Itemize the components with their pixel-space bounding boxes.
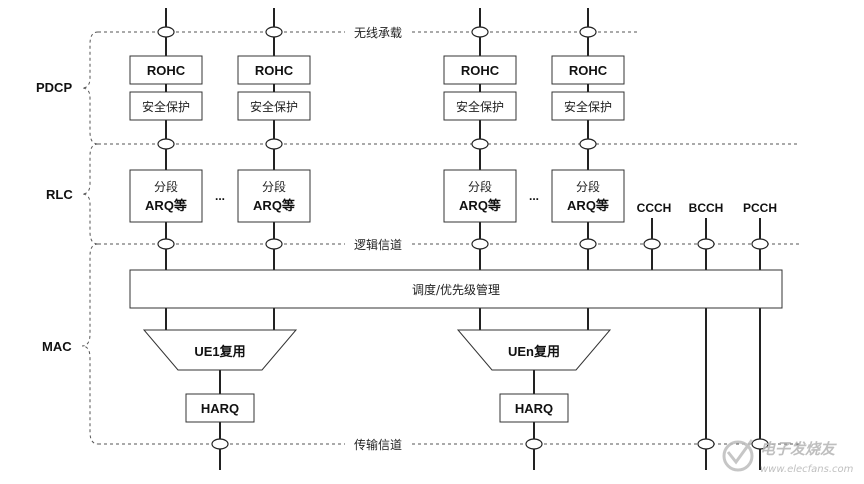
rlc-line2-col3: ARQ等 [459,198,501,213]
sap-radio-col1 [157,26,175,38]
watermark-cn: 电子发烧友 [760,440,837,458]
rlc-line1-col3: 分段 [468,179,492,194]
harq-label-ue1: HARQ [201,401,239,416]
channel-lines [98,31,800,445]
radio-bearer-label: 无线承载 [354,26,402,40]
pcch-label: PCCH [743,201,777,215]
rlc-texts: 分段 ARQ等 分段 ARQ等 分段 ARQ等 分段 ARQ等 ... ... [145,179,609,213]
transport-channel-label: 传输信道 [354,437,402,452]
sap-logical-pcch [751,238,769,250]
watermark: 电子发烧友 www.elecfans.com [722,439,854,475]
rohc-box-col4 [551,55,625,85]
sap-logical-col4 [579,238,597,250]
sap-ellipses [157,26,769,450]
rohc-label-col4: ROHC [569,63,608,78]
pdcp-texts: ROHC 安全保护 ROHC 安全保护 ROHC 安全保护 ROHC 安全保护 [142,63,612,114]
rlc-line2-col1: ARQ等 [145,198,187,213]
harq-box-ue1 [185,393,255,423]
rlc-brace [81,143,99,245]
sap-rlc-col4 [579,138,597,150]
logical-channel-label: 逻辑信道 [354,238,402,252]
sap-transport-uen [525,438,543,450]
sap-logical-ccch [643,238,661,250]
security-box-col3 [443,91,517,121]
rlc-blocks [129,169,625,223]
security-label-col4: 安全保护 [564,99,612,114]
harq-label-uen: HARQ [515,401,553,416]
mac-label: MAC [42,339,72,354]
sap-radio-col4 [579,26,597,38]
sap-rlc-col3 [471,138,489,150]
sap-rlc-col2 [265,138,283,150]
rlc-line1-col4: 分段 [576,179,600,194]
rohc-label-col2: ROHC [255,63,294,78]
sap-logical-col3 [471,238,489,250]
sap-logical-col2 [265,238,283,250]
rlc-box-col2 [237,169,311,223]
watermark-url: www.elecfans.com [760,464,854,475]
ue1-mux-label: UE1复用 [194,344,245,359]
sap-transport-pcch [751,438,769,450]
harq-box-uen [499,393,569,423]
rlc-line2-col4: ARQ等 [567,198,609,213]
layer-braces [81,31,99,445]
pdcp-blocks [129,55,625,121]
rlc-box-col3 [443,169,517,223]
sap-transport-bcch [697,438,715,450]
uen-mux-label: UEn复用 [508,344,560,359]
pdcp-label: PDCP [36,80,72,95]
security-label-col3: 安全保护 [456,99,504,114]
watermark-logo-check-icon [726,439,754,465]
sap-logical-bcch [697,238,715,250]
sap-transport-ue1 [211,438,229,450]
uen-mux-trapezoid [456,329,612,371]
rlc-line1-col1: 分段 [154,179,178,194]
rlc-line1-col2: 分段 [262,179,286,194]
bcch-label: BCCH [689,201,724,215]
pdcp-inner-connectors [165,84,589,92]
sap-radio-col2 [265,26,283,38]
sap-logical-col1 [157,238,175,250]
pdcp-brace [81,31,99,145]
rohc-label-col3: ROHC [461,63,500,78]
sap-rlc-col1 [157,138,175,150]
security-label-col1: 安全保护 [142,99,190,114]
ccch-label: CCCH [637,201,672,215]
rlc-ellipsis-right: ... [529,189,539,203]
rlc-box-col4 [551,169,625,223]
watermark-logo-icon [722,440,754,472]
security-box-col4 [551,91,625,121]
security-box-col2 [237,91,311,121]
rlc-box-col1 [129,169,203,223]
mac-brace [81,243,99,445]
scheduler-label: 调度/优先级管理 [412,282,500,297]
ue1-mux-trapezoid [142,329,298,371]
rlc-line2-col2: ARQ等 [253,198,295,213]
rohc-box-col3 [443,55,517,85]
rlc-label: RLC [46,187,73,202]
rohc-label-col1: ROHC [147,63,186,78]
sap-radio-col3 [471,26,489,38]
scheduler-box [129,269,783,309]
security-label-col2: 安全保护 [250,99,298,114]
rohc-box-col2 [237,55,311,85]
rlc-ellipsis-left: ... [215,189,225,203]
security-box-col1 [129,91,203,121]
